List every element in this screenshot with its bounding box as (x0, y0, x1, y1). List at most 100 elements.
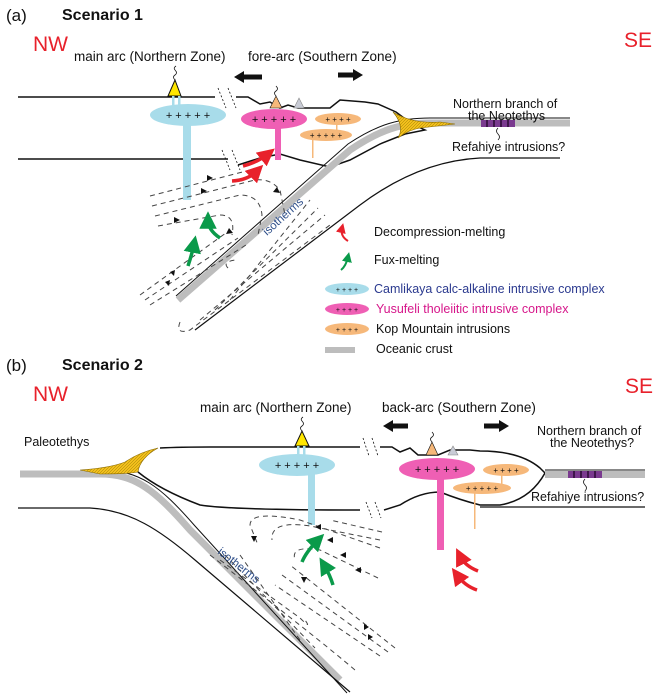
kop-intrusion-upper-b (483, 464, 529, 476)
refahiye-stripes (573, 471, 596, 478)
extension-arrow-right-head (499, 420, 509, 432)
decompression-arrow (242, 148, 275, 168)
panel-b-neotethys-line1: Northern branch of (537, 424, 642, 438)
yusufeli-intrusion-b (399, 458, 475, 480)
camlikaya-stem-b (308, 465, 315, 525)
backarc-volcano-icon (425, 441, 439, 456)
panel-b-se-label: SE (625, 375, 653, 398)
flux-arrow (300, 533, 325, 563)
plus-marks: + + + + (336, 307, 358, 314)
kop-intrusion-upper (315, 113, 361, 125)
flux-arrow (319, 557, 337, 586)
refahiye-pointer-b (583, 478, 587, 492)
panel-a-neotethys-line2: the Neotethys (468, 109, 545, 123)
feeder-dike (172, 96, 175, 106)
kop-link (336, 124, 338, 134)
volcano-plume-icon (173, 65, 177, 81)
feeder-dike (297, 446, 300, 456)
flux-arrow (199, 211, 222, 240)
plus-marks: + + + + (336, 327, 358, 334)
camlikaya-stem (183, 115, 191, 200)
kop-stem (474, 493, 476, 529)
panel-a-isotherms-label: isotherms (261, 196, 306, 238)
slab-base-line-b (18, 507, 351, 693)
legend-camlikaya-label: Camlikaya calc-alkaline intrusive comple… (374, 282, 605, 296)
break-mark-top (217, 87, 237, 109)
backarc-volcano-grey-icon (447, 445, 459, 456)
panel-b-letter: (b) (6, 356, 27, 375)
extension-arrow-left-head (383, 420, 393, 432)
plus-marks: + + + + (325, 115, 351, 124)
panel-b-paleotethys-label: Paleotethys (24, 435, 89, 449)
legend-yusufeli-label: Yusufeli tholeiitic intrusive complex (376, 302, 569, 316)
panel-a-title: Scenario 1 (62, 7, 143, 24)
break-mark-base-b (365, 501, 382, 519)
plus-marks: + + + + + (275, 460, 319, 472)
legend-oceanic-crust-label: Oceanic crust (376, 342, 453, 356)
accretionary-wedge-b (79, 447, 159, 475)
accretionary-wedge (392, 111, 456, 139)
legend-flux-icon (340, 252, 352, 271)
flow-arrowheads (165, 175, 280, 286)
plus-marks: + + + + + (310, 131, 343, 140)
decompression-arrow (456, 548, 479, 573)
oceanic-crust-slab-b (20, 470, 343, 683)
extension-arrow-right-head (353, 69, 363, 81)
legend-flux-label: Fux-melting (374, 253, 439, 267)
panel-b-backarc-label: back-arc (Southern Zone) (382, 400, 536, 415)
break-mark-top-b (362, 437, 379, 457)
legend: Decompression-melting Fux-melting + + + … (325, 223, 605, 356)
panel-b: (b) Scenario 2 NW SE main arc (Northern … (6, 356, 653, 694)
plus-marks: + + + + + (415, 464, 459, 476)
flux-arrow (183, 235, 201, 267)
panel-b-title: Scenario 2 (62, 357, 143, 374)
yusufeli-stem-b (437, 470, 444, 550)
panel-a-forearc-label: fore-arc (Southern Zone) (248, 49, 397, 64)
forearc-volcano-icon (269, 95, 283, 109)
refahiye-intrusions (481, 120, 515, 127)
refahiye-stripes (486, 120, 509, 127)
panel-b-neotethys-line2: the Neotethys? (550, 436, 634, 450)
plus-marks: + + + + (336, 287, 358, 294)
legend-camlikaya-icon (325, 283, 369, 295)
plus-marks: + + + + + (252, 114, 296, 126)
upper-plate-top-b (159, 446, 360, 449)
slab-base-line (194, 157, 560, 331)
legend-yusufeli-icon (325, 303, 369, 315)
mantle-flow-lines-b (209, 515, 396, 671)
decompression-arrow (451, 567, 478, 592)
legend-kop-label: Kop Mountain intrusions (376, 322, 510, 336)
backarc-block-outline (380, 446, 546, 511)
flow-arrowheads-b (251, 524, 373, 640)
plus-marks: + + + + (493, 466, 519, 475)
panel-b-nw-label: NW (33, 383, 68, 406)
panel-a-main-arc-label: main arc (Northern Zone) (74, 49, 226, 64)
kop-intrusion-lower (300, 129, 352, 141)
panel-a: (a) Scenario 1 NW SE main arc (Northern … (6, 6, 652, 332)
forearc-volcano-grey-icon (293, 97, 305, 109)
panel-a-neotethys-line1: Northern branch of (453, 97, 558, 111)
panel-b-main-arc-label: main arc (Northern Zone) (200, 400, 352, 415)
panel-a-se-label: SE (624, 29, 652, 52)
kop-link (501, 475, 503, 485)
main-arc-volcano-icon (294, 429, 310, 447)
refahiye-pointer (496, 127, 500, 141)
legend-oceanic-crust-icon (325, 347, 355, 353)
decompression-arrow (231, 164, 264, 184)
legend-decompression-icon (335, 223, 349, 242)
extension-arrow-left-head (234, 71, 244, 83)
plus-marks: + + + + + (166, 110, 210, 122)
panel-b-refahiye-label: Refahiye intrusions? (531, 490, 644, 504)
kop-intrusion-lower-b (453, 482, 511, 494)
kop-stem (312, 140, 314, 158)
volcano-plume-icon (300, 416, 304, 432)
legend-kop-icon (325, 323, 369, 335)
main-arc-volcano-icon (167, 78, 182, 97)
break-mark-base (221, 149, 241, 171)
yusufeli-intrusion-a (241, 109, 307, 129)
feeder-dike (303, 446, 306, 456)
slab-top-line (175, 117, 570, 297)
panel-a-refahiye-label: Refahiye intrusions? (452, 140, 565, 154)
legend-decompression-label: Decompression-melting (374, 225, 505, 239)
